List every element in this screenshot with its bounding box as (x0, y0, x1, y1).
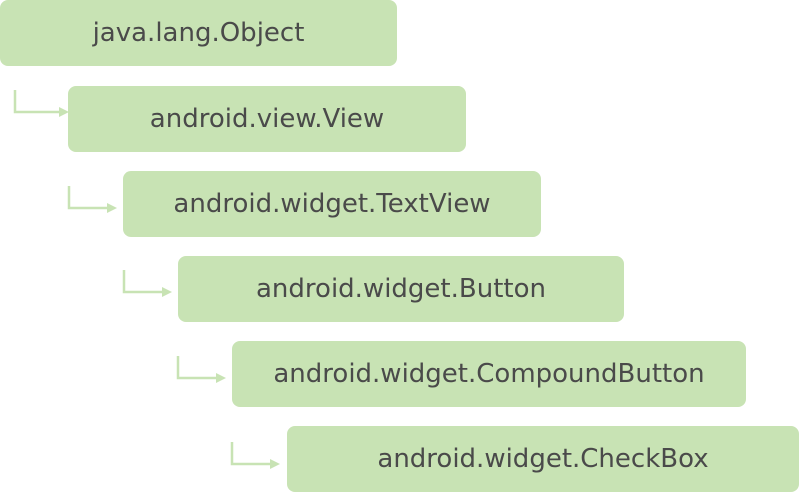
class-box-button: android.widget.Button (178, 256, 624, 322)
inheritance-arrow-icon (13, 88, 73, 118)
class-box-checkbox: android.widget.CheckBox (287, 426, 799, 492)
class-box-view: android.view.View (68, 86, 466, 152)
inheritance-arrow-icon (67, 184, 127, 214)
class-label: android.widget.Button (256, 274, 546, 304)
class-label: java.lang.Object (92, 18, 305, 48)
class-label: android.widget.CompoundButton (273, 359, 705, 389)
class-box-object: java.lang.Object (0, 0, 397, 66)
class-box-textview: android.widget.TextView (123, 171, 541, 237)
class-label: android.view.View (149, 104, 385, 134)
class-label: android.widget.TextView (173, 189, 491, 219)
class-label: android.widget.CheckBox (377, 444, 709, 474)
inheritance-arrow-icon (230, 440, 290, 470)
inheritance-arrow-icon (122, 268, 182, 298)
inheritance-arrow-icon (176, 354, 236, 384)
class-box-compoundbutton: android.widget.CompoundButton (232, 341, 746, 407)
